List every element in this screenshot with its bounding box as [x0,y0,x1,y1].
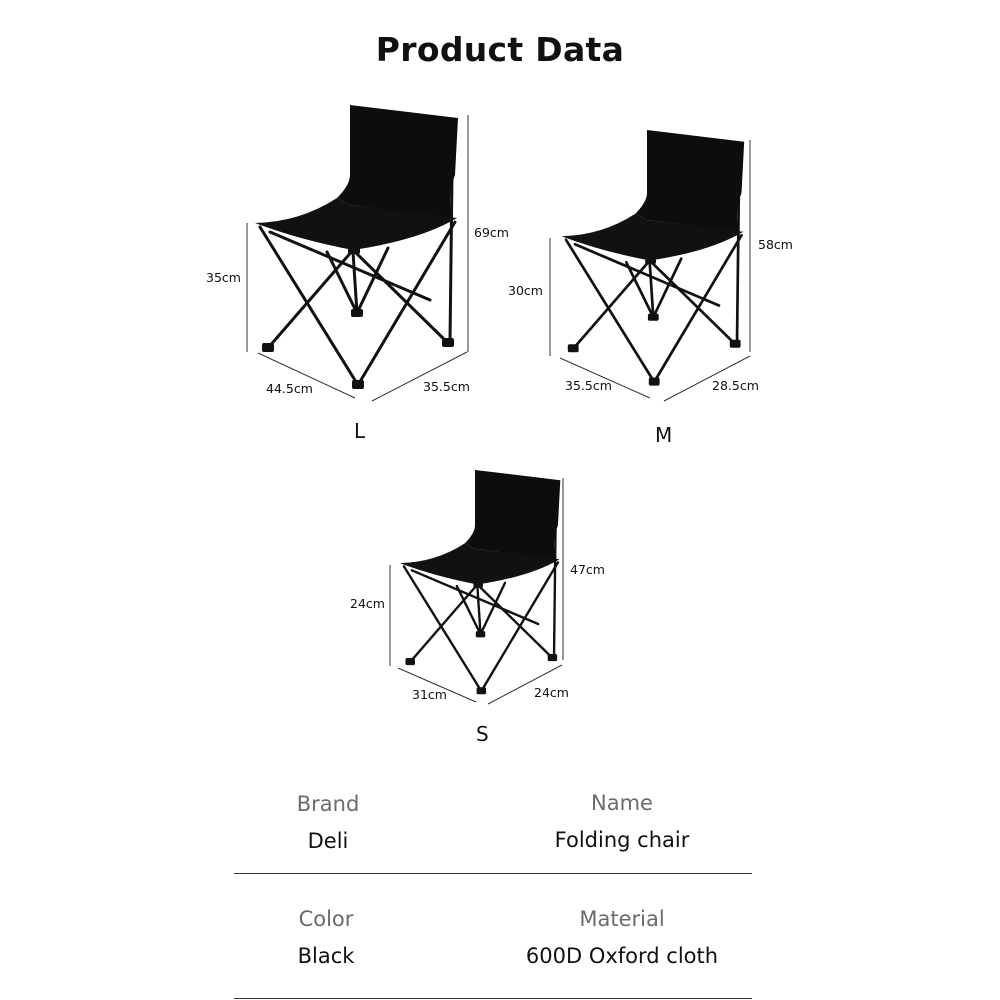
size-label: S [476,722,489,746]
material-value: 600D Oxford cloth [525,944,719,968]
chair-medium-image [560,128,746,387]
color-label: Color [298,907,354,931]
name-value: Folding chair [554,828,690,852]
depth-label: 28.5cm [712,378,759,393]
brand-label: Brand [296,792,360,816]
width-label: 35.5cm [565,378,612,393]
chair-large-image [253,103,460,391]
brand-value: Deli [307,829,349,853]
width-label: 31cm [412,687,447,702]
chair-small-image [398,468,562,696]
name-label: Name [591,791,653,815]
depth-label: 35.5cm [423,379,470,394]
divider [234,998,752,999]
dimension-lines-small [389,478,564,705]
dimension-lines-large [246,115,469,402]
seat-height-label: 30cm [508,283,543,298]
page-title: Product Data [375,30,625,69]
width-label: 44.5cm [266,381,313,396]
seat-height-label: 35cm [206,270,241,285]
size-label: L [354,419,366,443]
total-height-label: 47cm [570,562,605,577]
material-label: Material [579,907,665,931]
depth-label: 24cm [534,685,569,700]
total-height-label: 58cm [758,237,793,252]
seat-height-label: 24cm [350,596,385,611]
divider [234,873,752,874]
color-value: Black [297,944,355,968]
size-label: M [655,423,672,447]
dimension-lines-medium [549,140,751,402]
total-height-label: 69cm [474,225,509,240]
